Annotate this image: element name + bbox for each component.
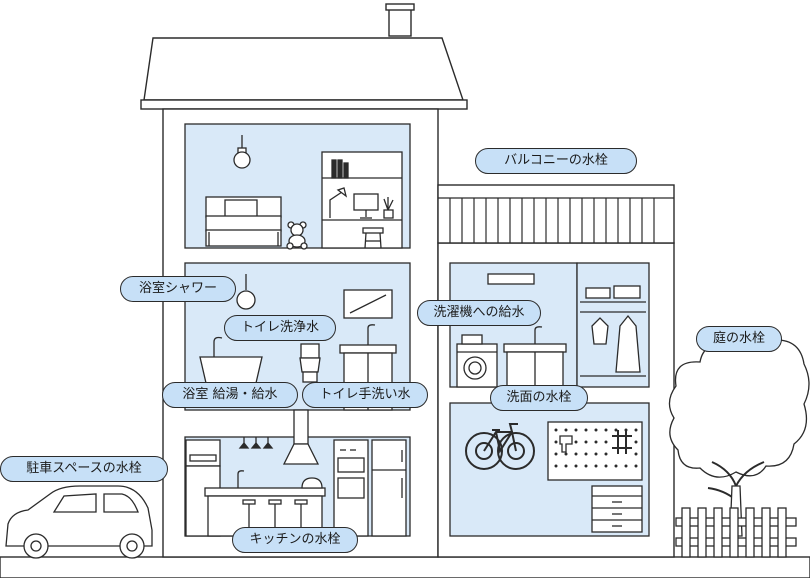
stove-icon <box>333 439 369 537</box>
wall-unit-icon <box>487 273 535 285</box>
drill-icon <box>559 435 573 453</box>
balcony <box>437 184 675 244</box>
toilet-icon <box>299 343 321 383</box>
chimney <box>388 7 412 37</box>
label-bath-shower: 浴室シャワー <box>120 276 236 302</box>
label-washbasin-faucet: 洗面の水栓 <box>490 385 588 411</box>
label-washer-supply: 洗濯機への給水 <box>417 300 541 326</box>
label-bath-supply: 浴室 給湯・給水 <box>162 382 298 408</box>
pegboard-icon <box>547 421 643 481</box>
pendant-lamp-icon <box>236 274 256 310</box>
bed-icon <box>205 196 282 247</box>
label-toilet-handwash: トイレ手洗い水 <box>302 382 428 408</box>
balcony-railing <box>438 197 674 243</box>
label-parking-faucet: 駐車スペースの水栓 <box>0 456 168 482</box>
tree-icon <box>668 333 810 537</box>
fence-icon <box>675 507 797 558</box>
label-kitchen-faucet: キッチンの水栓 <box>232 527 358 553</box>
stool-icon <box>362 227 384 249</box>
label-balcony-faucet: バルコニーの水栓 <box>475 148 637 174</box>
hanger-icon <box>591 314 641 373</box>
pendant-lamp-icon <box>233 135 251 169</box>
drawer-cabinet-icon <box>591 485 643 533</box>
roof <box>143 37 464 101</box>
label-toilet-flush: トイレ洗浄水 <box>224 315 336 341</box>
mirror-icon <box>343 289 393 319</box>
stool-icon <box>242 499 308 528</box>
tools-icon <box>612 430 632 454</box>
plant-icon <box>383 197 394 219</box>
pot-icon <box>301 477 323 489</box>
car-icon <box>5 485 153 559</box>
desk-lamp-icon <box>329 187 348 218</box>
range-hood-icon <box>282 409 320 465</box>
pendant-lamp-icon <box>238 437 274 449</box>
washing-machine-icon <box>456 334 498 388</box>
ground <box>0 556 810 578</box>
teddy-bear-icon <box>286 221 308 250</box>
monitor-icon <box>353 193 379 219</box>
chimney-cap <box>385 3 415 11</box>
closet-shelf-icon <box>580 285 646 377</box>
roof-eave <box>140 99 468 110</box>
bicycle-icon <box>465 423 535 470</box>
refrigerator-icon <box>371 439 407 537</box>
label-garden-faucet: 庭の水栓 <box>696 326 782 352</box>
